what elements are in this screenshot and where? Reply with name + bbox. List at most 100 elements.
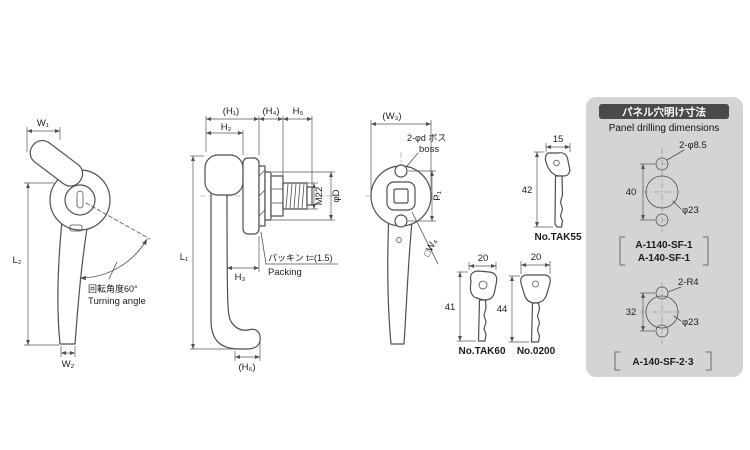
dim-label-h5: H₅ xyxy=(293,106,304,117)
boss-label-jp: 2-φd ボス xyxy=(407,133,446,143)
dim-label-h1: (H₁) xyxy=(223,106,239,117)
key-name-tak55: No.TAK55 xyxy=(534,232,581,243)
model-a140-sf1: A-140-SF-1 xyxy=(638,253,691,264)
front-view: 回転角度60° Turning angle W₁ L₂ W₂ xyxy=(13,118,151,370)
key-head xyxy=(520,274,551,304)
nut xyxy=(270,175,284,217)
boss-bottom xyxy=(394,214,408,228)
dim-h1: (H₁) xyxy=(205,106,260,155)
side-view: (H₁) H₂ (H₄) H₅ M22 φD xyxy=(180,106,342,373)
dim-label-p1: P₁ xyxy=(432,191,443,201)
packing-label-jp: パッキン t=(1.5) xyxy=(268,253,333,263)
packing-callout: パッキン t=(1.5) Packing xyxy=(260,231,339,278)
dim-h6: (H₆) xyxy=(234,340,261,373)
hole-23-bottom xyxy=(645,295,679,329)
dim-label-32: 32 xyxy=(626,307,637,318)
dim-label-h3: H₃ xyxy=(235,272,246,283)
dim-label-h4: (H₄) xyxy=(262,106,279,117)
key-tak60: 20 41 No.TAK60 xyxy=(445,253,506,357)
keyhole-icon xyxy=(76,190,84,209)
panel-title-en: Panel drilling dimensions xyxy=(609,123,720,134)
dia-callout-bottom: φ23 xyxy=(682,317,699,328)
dim-label-w1: W₁ xyxy=(37,118,49,129)
drill-pattern-top: 2-φ8.5 φ23 40 xyxy=(626,140,707,232)
dim-key-height: 41 xyxy=(445,271,476,342)
model-a140-sf23: A-140-SF-2·3 xyxy=(632,357,694,368)
key-shaft xyxy=(554,175,564,228)
model-names-top: A-1140-SF-1 A-140-SF-1 xyxy=(619,236,709,266)
dim-h4: (H₄) xyxy=(259,106,284,180)
hole-callout-top: 2-φ8.5 xyxy=(679,140,707,151)
dim-l2: L₂ xyxy=(13,182,59,346)
notch-r4-top xyxy=(655,286,669,300)
model-a1140-sf1: A-1140-SF-1 xyxy=(635,240,693,251)
key-head xyxy=(469,270,498,301)
dim-pitch-32: 32 xyxy=(626,292,655,332)
dim-label-h6: (H₆) xyxy=(238,362,255,373)
dim-label-20b: 20 xyxy=(531,252,542,263)
panel-background xyxy=(586,97,743,377)
dim-key-width: 20 xyxy=(520,252,551,274)
panel-title-bar xyxy=(599,104,729,119)
rotation-arc xyxy=(79,238,148,281)
dim-label-w3: (W₃) xyxy=(382,111,401,122)
hole-8-5-top xyxy=(655,157,669,171)
dim-pitch-40: 40 xyxy=(626,163,655,221)
square-shaft xyxy=(393,188,409,204)
hole-23 xyxy=(645,175,679,209)
handle-stem-rear xyxy=(387,211,414,345)
dim-label-l2: L₂ xyxy=(13,255,22,266)
shaft-tip xyxy=(306,186,313,206)
dim-l1: L₁ xyxy=(180,155,237,350)
dim-label-w2: W₂ xyxy=(62,359,75,370)
stem-hole xyxy=(396,237,402,243)
dim-h2: H₂ xyxy=(206,122,244,155)
body-detail xyxy=(69,224,83,232)
dim-label-44: 44 xyxy=(497,304,508,315)
dim-label-h2: H₂ xyxy=(221,122,232,133)
dim-label-m22: M22 xyxy=(314,187,325,205)
dim-label-41: 41 xyxy=(445,302,456,313)
dim-h5: H₅ xyxy=(283,106,313,185)
dim-phi-d: φD xyxy=(272,171,342,221)
key-head xyxy=(544,152,571,177)
rotation-line xyxy=(85,202,151,240)
notch-callout: 2-R4 xyxy=(678,277,699,288)
square-callout: □W₄ xyxy=(411,211,440,265)
key-shaft xyxy=(530,302,541,343)
hole-8-5-bottom xyxy=(655,213,669,227)
packing-label-en: Packing xyxy=(268,267,302,278)
dim-w1: W₁ xyxy=(26,118,61,152)
handle-grip-front xyxy=(29,139,84,187)
turning-angle-label-en: Turning angle xyxy=(88,296,146,307)
dia-callout-top: φ23 xyxy=(682,205,699,216)
turning-angle-label-jp: 回転角度60° xyxy=(88,283,138,294)
dim-key-height: 44 xyxy=(497,275,529,343)
dim-w2: W₂ xyxy=(60,346,76,370)
key-tak55: 15 42 No.TAK55 xyxy=(522,134,582,243)
handle-head-side xyxy=(204,154,244,196)
mounting-plate xyxy=(242,157,260,235)
rear-view: (W₃) 2-φd ボス boss P₁ □W₄ xyxy=(365,111,446,345)
boss-top xyxy=(394,164,408,178)
key-shaft xyxy=(477,299,487,342)
model-name-bottom: A-140-SF-2·3 xyxy=(614,351,712,371)
rotation-leader xyxy=(108,261,118,280)
collar xyxy=(264,171,272,221)
panel-title-jp: パネル穴明け寸法 xyxy=(622,106,706,119)
dim-label-phi-d: φD xyxy=(331,189,342,202)
dim-label-20: 20 xyxy=(478,253,489,264)
cylinder-face xyxy=(64,184,96,216)
boss-label-en: boss xyxy=(419,144,439,155)
dim-key-height: 42 xyxy=(522,151,553,228)
dim-label-15: 15 xyxy=(553,134,564,145)
dim-label-42: 42 xyxy=(522,185,533,196)
key-name-tak60: No.TAK60 xyxy=(458,346,505,357)
dim-label-l1: L₁ xyxy=(180,252,189,263)
dim-label-40: 40 xyxy=(626,187,637,198)
key-name-0200: No.0200 xyxy=(517,346,556,357)
dim-key-width: 20 xyxy=(468,253,497,270)
dim-h3: H₃ xyxy=(227,236,260,283)
